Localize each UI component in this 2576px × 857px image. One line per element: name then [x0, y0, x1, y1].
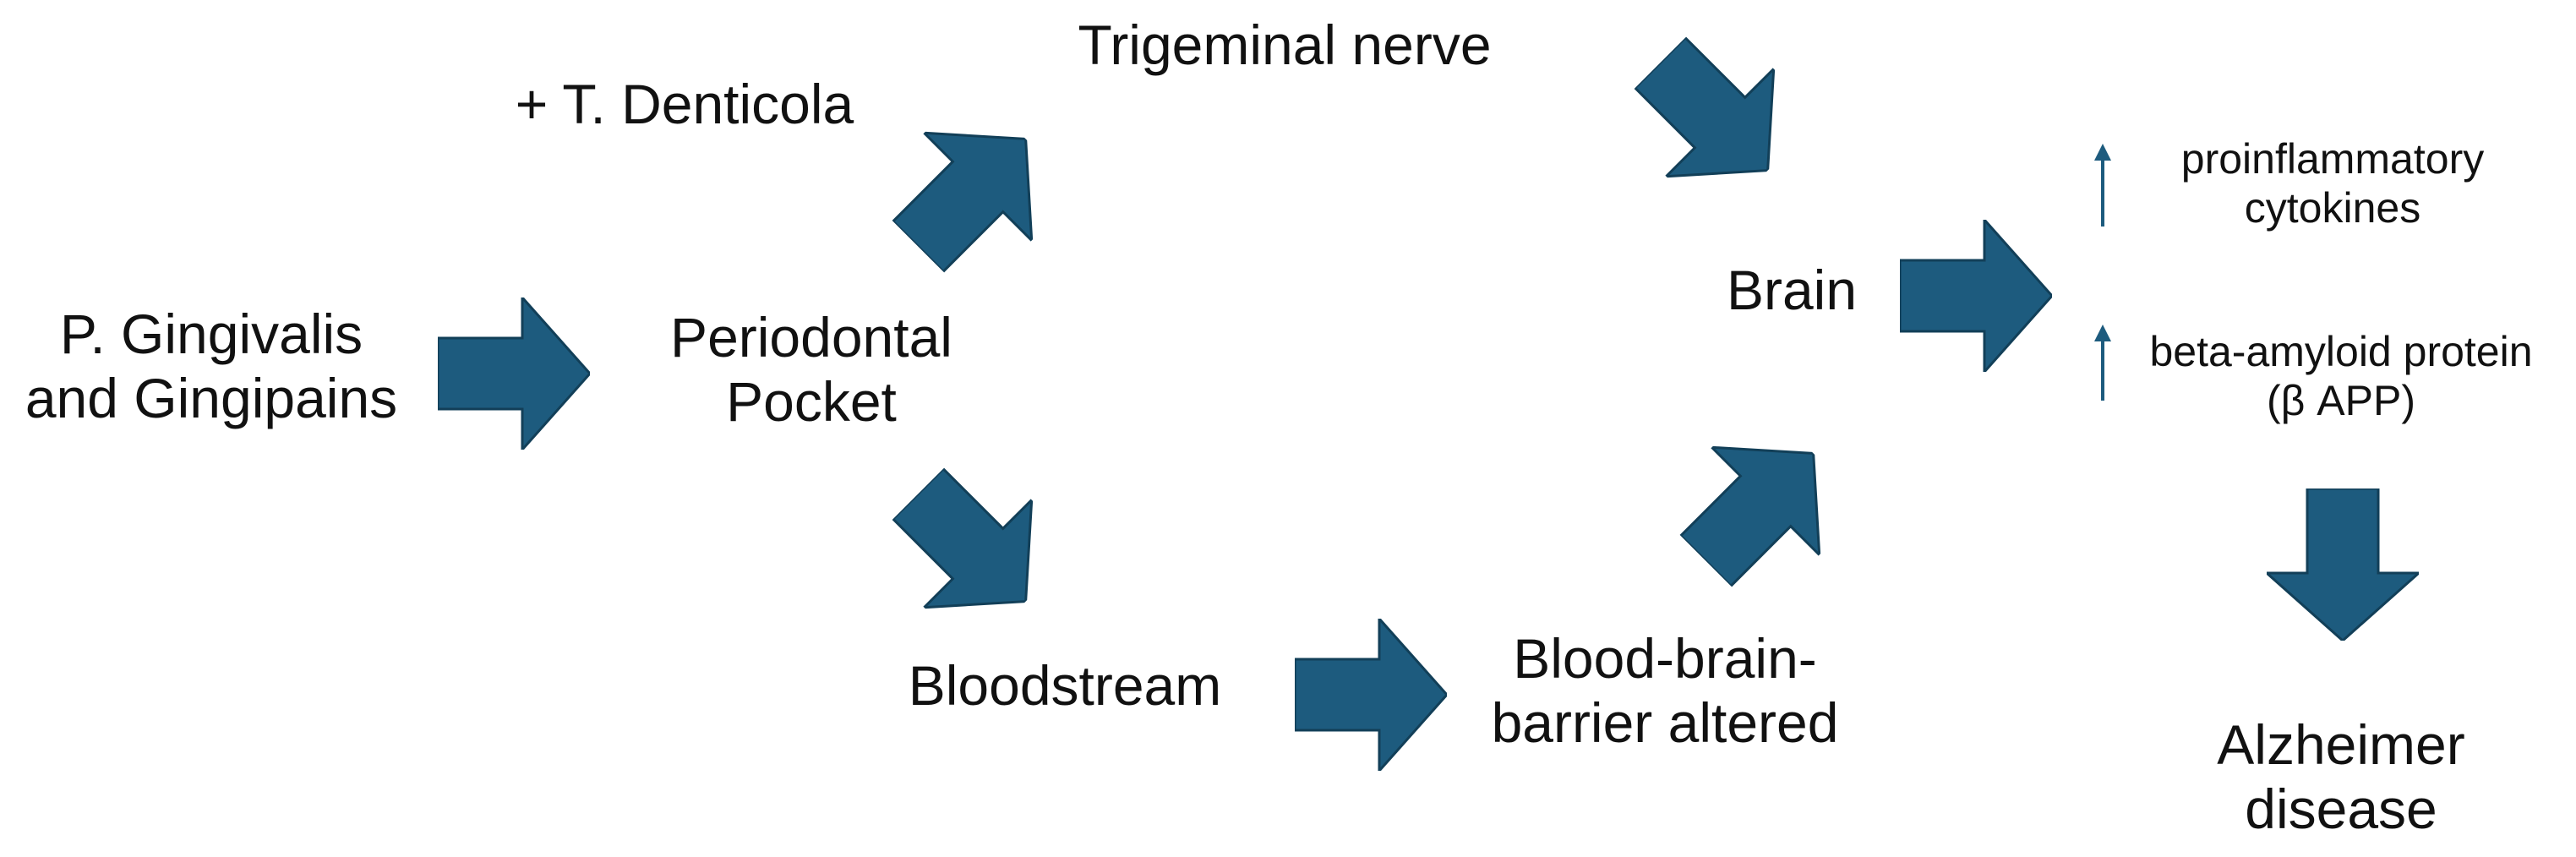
arrow-gingivalis-to-pocket-icon: [438, 297, 590, 450]
denticola-text: + T. Denticola: [515, 73, 854, 135]
cytokines-line1: proinflammatory: [2180, 135, 2485, 183]
periodontal-line1: Periodontal: [670, 306, 952, 368]
node-alzheimer: Alzheimer disease: [2164, 713, 2519, 842]
node-gingivalis: P. Gingivalis and Gingipains: [8, 303, 414, 431]
amyloid-line1: beta-amyloid protein: [2149, 328, 2533, 375]
arrow-bbb-to-brain-icon: [1651, 399, 1868, 615]
node-bloodstream: Bloodstream: [845, 654, 1285, 718]
bloodstream-text: Bloodstream: [908, 654, 1222, 717]
arrow-pocket-to-bloodstream-icon: [864, 439, 1080, 656]
periodontal-line2: Pocket: [726, 369, 897, 433]
arrow-bloodstream-to-bbb-icon: [1295, 619, 1447, 771]
node-cytokines: proinflammatory cytokines: [2121, 135, 2544, 232]
node-brain: Brain: [1665, 259, 1918, 323]
bbb-line2: barrier altered: [1491, 691, 1839, 754]
arrow-pocket-to-trigeminal-icon: [864, 85, 1080, 301]
alzheimer-line2: disease: [2245, 777, 2437, 840]
node-amyloid: beta-amyloid protein (β APP): [2113, 328, 2569, 425]
amyloid-line2: (β APP): [2266, 376, 2415, 424]
cytokines-line2: cytokines: [2244, 183, 2421, 232]
trigeminal-text: Trigeminal nerve: [1078, 14, 1492, 76]
bbb-line1: Blood-brain-: [1513, 627, 1817, 690]
arrow-trigeminal-to-brain-icon: [1606, 8, 1822, 225]
brain-text: Brain: [1726, 259, 1858, 321]
arrow-effects-to-alzheimer-icon: [2267, 489, 2419, 641]
gingivalis-line1: P. Gingivalis: [59, 303, 363, 365]
node-trigeminal: Trigeminal nerve: [1006, 14, 1564, 78]
cytokines-increase-icon: [2094, 144, 2111, 227]
alzheimer-line1: Alzheimer: [2217, 713, 2465, 776]
amyloid-increase-icon: [2094, 325, 2111, 401]
node-bbb: Blood-brain- barrier altered: [1437, 627, 1893, 756]
node-denticola: + T. Denticola: [473, 73, 896, 137]
arrow-brain-to-effects-icon: [1900, 220, 2052, 372]
gingivalis-line2: and Gingipains: [25, 366, 398, 429]
node-periodontal: Periodontal Pocket: [625, 306, 997, 434]
